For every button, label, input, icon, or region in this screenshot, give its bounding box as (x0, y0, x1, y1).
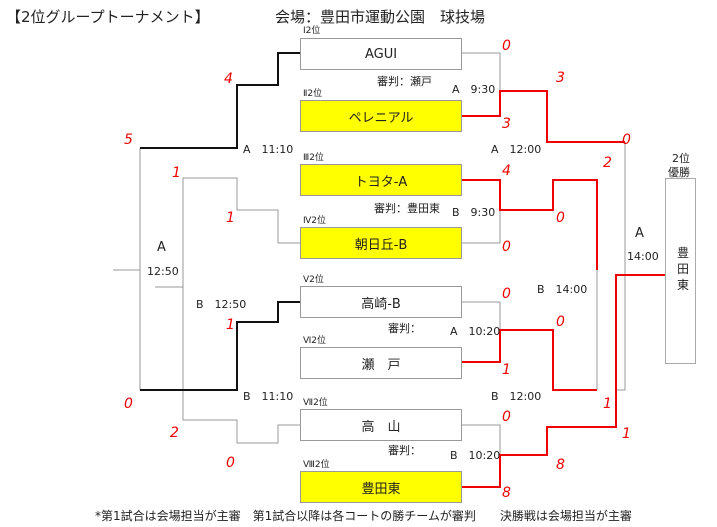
winner-box (665, 178, 696, 364)
score: 1 (226, 210, 235, 226)
team-rank: Ⅳ2位 (303, 216, 327, 226)
match-time: 12:50 (147, 265, 179, 278)
team-box: 瀬 戸 (300, 347, 462, 379)
footnote: *第1試合は会場担当が主審 第1試合以降は各コートの勝チームが審判 決勝戦は会場… (95, 509, 632, 523)
score: 0 (556, 210, 565, 226)
referee: 審判：豊田東 (374, 202, 440, 215)
score: 0 (502, 239, 511, 255)
court-label: A (157, 240, 166, 255)
team-rank: Ⅰ2位 (303, 26, 321, 36)
referee: 審判： (388, 444, 421, 457)
score: 3 (556, 70, 565, 86)
team-box: ペレニアル (300, 100, 462, 132)
score: 0 (124, 396, 133, 412)
match-time: B 9:30 (452, 206, 496, 219)
score: 1 (502, 362, 511, 378)
venue: 会場：豊田市運動公園 球技場 (275, 8, 486, 26)
score: 0 (622, 132, 631, 148)
score: 0 (502, 409, 511, 425)
court-label: A (635, 226, 644, 241)
score: 5 (124, 132, 133, 148)
referee: 審判：瀬戸 (377, 75, 432, 88)
score: 0 (226, 455, 235, 471)
score: 8 (502, 485, 511, 501)
page-title: 【2位グループトーナメント】 (6, 8, 210, 26)
match-time: A 11:10 (243, 143, 294, 156)
team-rank: Ⅲ2位 (303, 153, 324, 163)
team-box: トヨタ-A (300, 164, 462, 196)
score: 0 (556, 314, 565, 330)
team-box: 高崎-B (300, 286, 462, 318)
winner-label: 2位 (672, 152, 690, 165)
match-time: A 10:20 (450, 325, 501, 338)
match-time: A 12:00 (491, 143, 542, 156)
match-time: B 11:10 (243, 390, 294, 403)
score: 1 (603, 396, 612, 412)
score: 0 (502, 38, 511, 54)
score: 8 (556, 457, 565, 473)
score: 1 (226, 317, 235, 333)
winner-label: 優勝 (668, 166, 690, 179)
match-time: B 14:00 (537, 283, 588, 296)
score: 3 (502, 116, 511, 132)
team-rank: Ⅴ2位 (303, 275, 324, 285)
team-rank: Ⅶ2位 (303, 398, 328, 408)
match-time: B 12:00 (491, 390, 542, 403)
match-time: B 10:20 (450, 449, 501, 462)
referee: 審判： (388, 322, 421, 335)
team-box: 朝日丘-B (300, 227, 462, 259)
team-rank: Ⅱ2位 (303, 89, 323, 99)
score: 4 (502, 163, 511, 179)
match-time: 14:00 (627, 250, 659, 263)
team-box: 豊田東 (300, 471, 462, 503)
winner-name: 豊田東 (677, 246, 690, 292)
team-box: 高 山 (300, 409, 462, 441)
score: 1 (622, 426, 631, 442)
team-rank: Ⅵ2位 (303, 336, 327, 346)
team-box: AGUI (300, 38, 462, 70)
score: 4 (224, 71, 233, 87)
score: 1 (172, 165, 181, 181)
score: 2 (603, 155, 612, 171)
match-time: B 12:50 (196, 298, 247, 311)
match-time: A 9:30 (452, 83, 496, 96)
team-rank: Ⅷ2位 (303, 460, 330, 470)
score: 2 (170, 425, 179, 441)
score: 0 (502, 286, 511, 302)
